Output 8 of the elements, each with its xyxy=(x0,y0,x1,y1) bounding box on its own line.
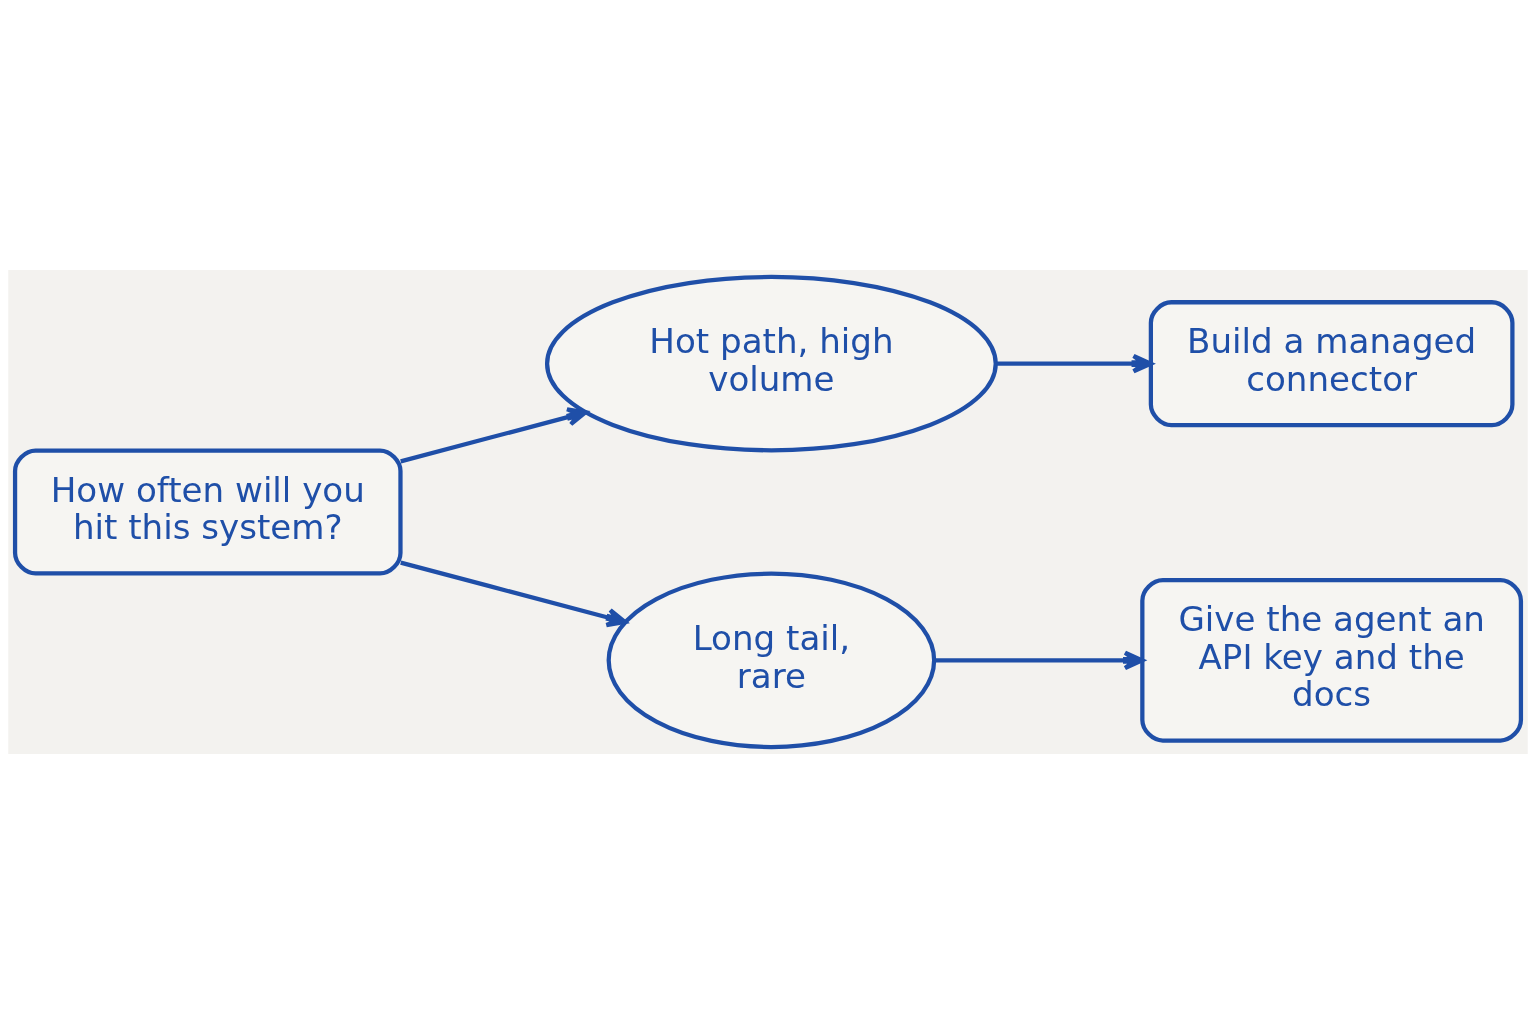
node-box: How often will you hit this system? xyxy=(12,448,403,576)
arrow xyxy=(996,353,1153,374)
arrow xyxy=(400,407,588,464)
node-box: Give the agent an API key and the docs xyxy=(1140,578,1524,743)
node-ellipse: Hot path, high volume xyxy=(544,274,998,453)
node-box: Build a managed connector xyxy=(1148,300,1515,428)
arrow xyxy=(934,650,1145,671)
arrow xyxy=(400,560,627,628)
